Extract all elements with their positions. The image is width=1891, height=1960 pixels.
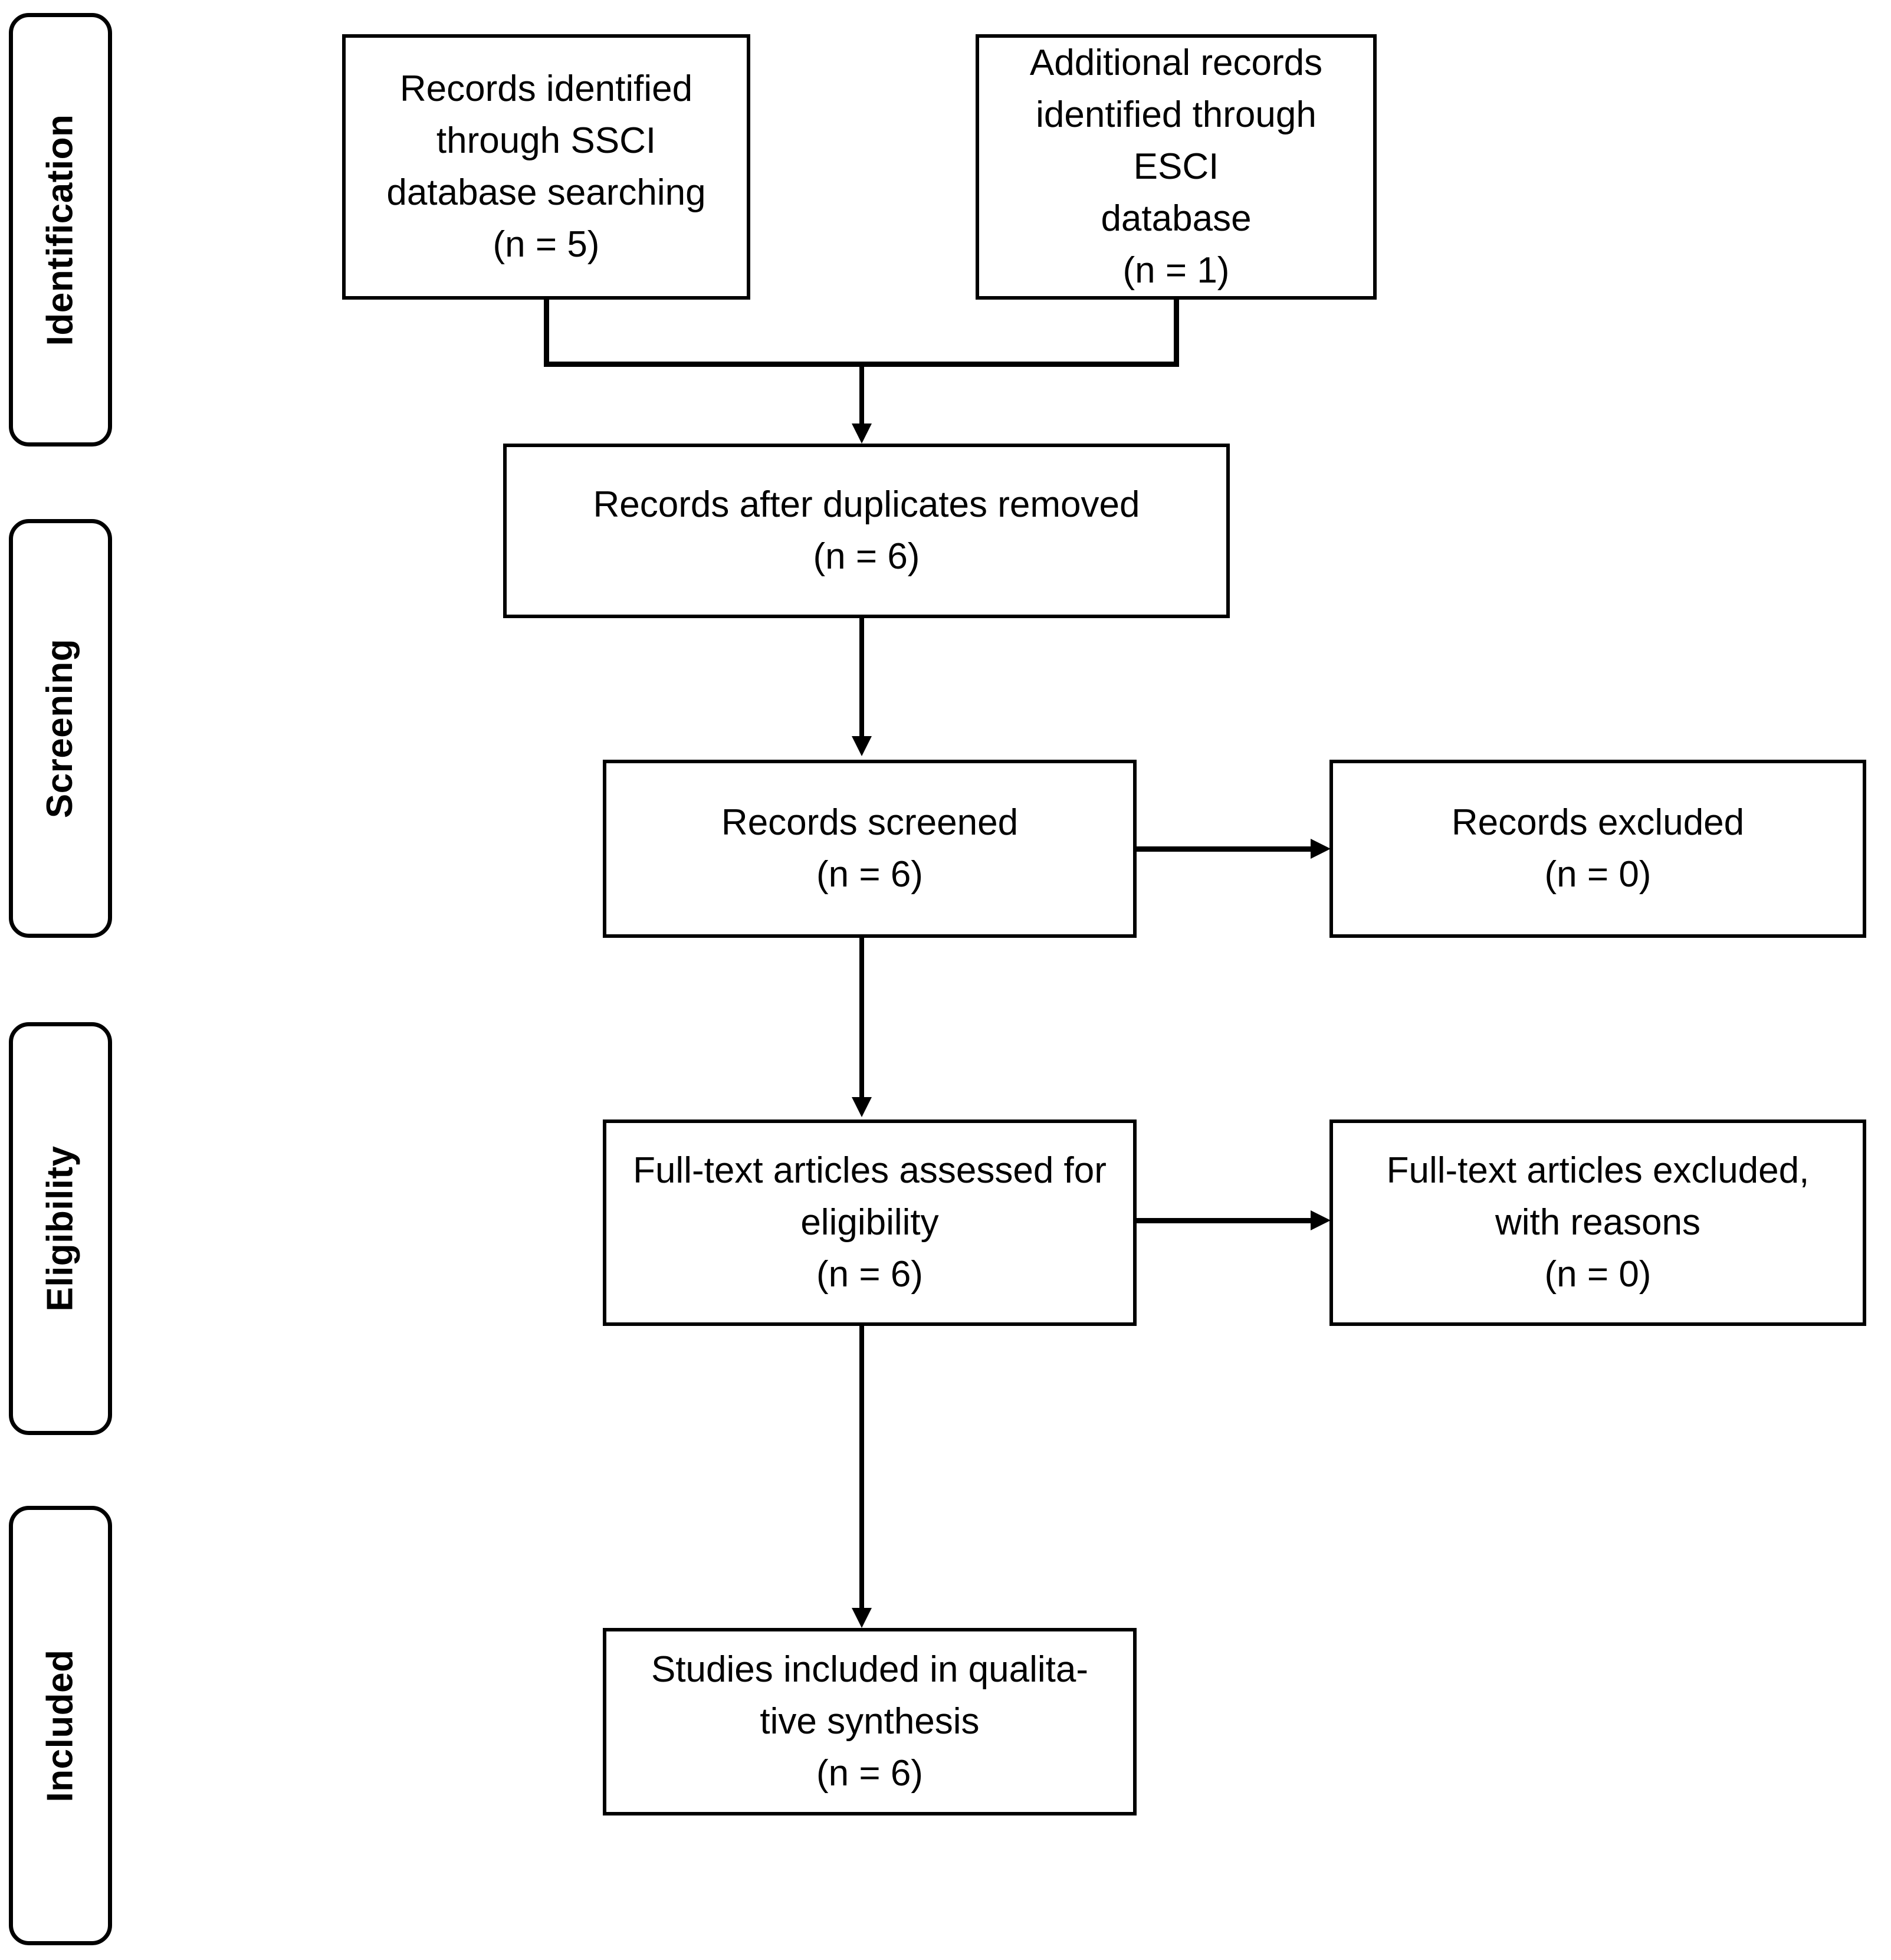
connector-duplicates-to-screened [859, 618, 864, 736]
connector-screened-to-fulltext [859, 938, 864, 1098]
arrowhead-to-full-text-assessed [852, 1097, 872, 1117]
box-full-text-assessed: Full-text articles assessed for eligibil… [603, 1119, 1137, 1326]
stage-label-identification: Identification [9, 13, 112, 447]
stage-label-included: Included [9, 1506, 112, 1945]
box-records-identified-ssci-text: Records identified through SSCI database… [386, 68, 706, 265]
connector-screened-to-excluded [1137, 846, 1314, 852]
box-full-text-excluded: Full-text articles excluded, with reason… [1329, 1119, 1866, 1326]
stage-label-eligibility: Eligibility [9, 1022, 112, 1435]
stage-label-included-text: Included [40, 1649, 81, 1802]
arrowhead-to-studies-included [852, 1608, 872, 1628]
box-studies-included-qualitative: Studies included in qualita- tive synthe… [603, 1628, 1137, 1815]
arrowhead-to-records-screened [852, 736, 872, 756]
connector-esci-drop [1174, 298, 1179, 366]
box-records-screened: Records screened (n = 6) [603, 760, 1137, 938]
box-records-identified-ssci: Records identified through SSCI database… [342, 34, 750, 300]
box-full-text-excluded-text: Full-text articles excluded, with reason… [1386, 1150, 1810, 1295]
box-records-screened-text: Records screened (n = 6) [721, 802, 1019, 895]
arrowhead-to-full-text-excluded [1311, 1210, 1331, 1230]
box-records-excluded-text: Records excluded (n = 0) [1451, 802, 1745, 895]
stage-label-identification-text: Identification [40, 114, 81, 346]
box-records-after-duplicates-removed-text: Records after duplicates removed (n = 6) [593, 484, 1140, 577]
box-records-excluded: Records excluded (n = 0) [1329, 760, 1866, 938]
connector-ssci-drop [544, 298, 549, 366]
box-additional-records-esci-text: Additional records identified through ES… [1029, 42, 1323, 291]
box-additional-records-esci: Additional records identified through ES… [976, 34, 1377, 300]
box-full-text-assessed-text: Full-text articles assessed for eligibil… [633, 1150, 1107, 1295]
connector-fulltext-to-excluded [1137, 1218, 1314, 1223]
arrowhead-to-records-excluded [1311, 839, 1331, 859]
connector-merge-stem [859, 362, 864, 425]
arrowhead-to-records-after-duplicates [852, 423, 872, 444]
connector-fulltext-to-included [859, 1326, 864, 1610]
stage-label-screening-text: Screening [40, 638, 81, 819]
box-studies-included-qualitative-text: Studies included in qualita- tive synthe… [651, 1649, 1089, 1794]
stage-label-screening: Screening [9, 519, 112, 938]
stage-label-eligibility-text: Eligibility [40, 1145, 81, 1312]
box-records-after-duplicates-removed: Records after duplicates removed (n = 6) [503, 444, 1230, 618]
